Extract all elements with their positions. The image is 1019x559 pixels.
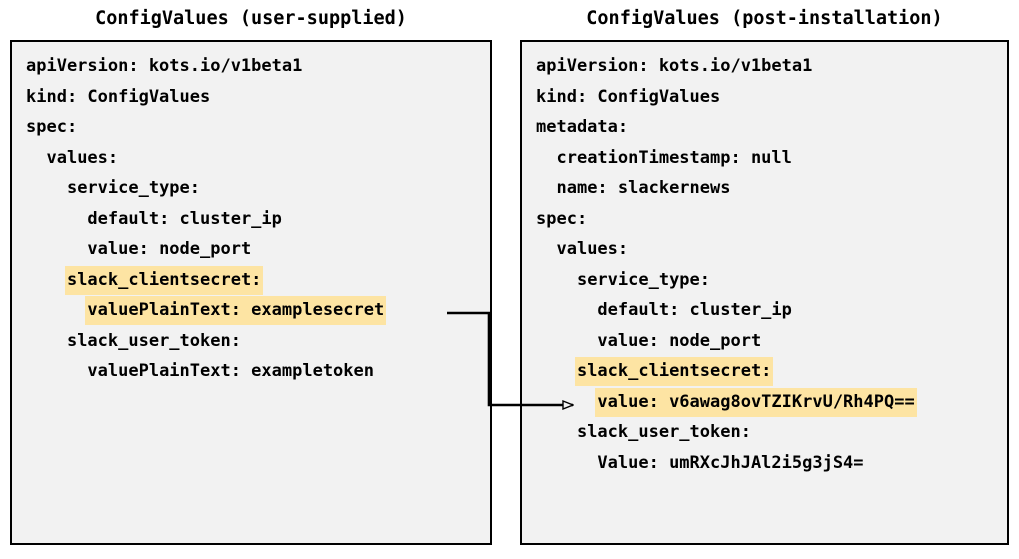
indent-spacer xyxy=(534,148,554,168)
indent-spacer xyxy=(534,239,554,259)
left-yaml-line: valuePlainText: exampletoken xyxy=(12,356,490,387)
left-yaml-content: apiVersion: kots.io/v1beta1 kind: ConfigV… xyxy=(12,51,490,387)
left-yaml-line-text: value: node_port xyxy=(87,239,252,259)
indent-spacer xyxy=(534,270,575,290)
right-yaml-line: Value: umRXcJhJAl2i5g3jS4= xyxy=(522,448,1007,479)
indent-spacer xyxy=(534,453,595,473)
indent-spacer xyxy=(24,148,44,168)
right-yaml-line-text: Value: umRXcJhJAl2i5g3jS4= xyxy=(597,452,864,473)
left-yaml-line-text: slack_clientsecret: xyxy=(64,265,264,295)
right-yaml-line-text: metadata: xyxy=(536,117,629,137)
indent-spacer xyxy=(24,178,65,198)
indent-spacer xyxy=(534,361,575,381)
left-yaml-line-text: apiVersion: kots.io/v1beta1 xyxy=(26,56,303,76)
right-panel-title: ConfigValues (post-installation) xyxy=(586,8,943,29)
left-yaml-line: spec: xyxy=(12,112,490,143)
right-yaml-line-text: apiVersion: kots.io/v1beta1 xyxy=(536,56,813,76)
indent-spacer xyxy=(24,361,85,381)
right-yaml-panel: apiVersion: kots.io/v1beta1 kind: ConfigV… xyxy=(520,40,1009,545)
right-yaml-line: default: cluster_ip xyxy=(522,295,1007,326)
indent-spacer xyxy=(534,300,595,320)
indent-spacer xyxy=(24,270,65,290)
left-yaml-line: kind: ConfigValues xyxy=(12,82,490,113)
right-yaml-line: metadata: xyxy=(522,112,1007,143)
right-yaml-line: slack_user_token: xyxy=(522,417,1007,448)
right-yaml-line-text: value: v6awag8ovTZIKrvU/Rh4PQ== xyxy=(595,387,917,417)
right-yaml-line: values: xyxy=(522,234,1007,265)
right-yaml-line-text: slack_clientsecret: xyxy=(574,357,774,386)
right-yaml-content: apiVersion: kots.io/v1beta1 kind: ConfigV… xyxy=(522,51,1007,478)
indent-spacer xyxy=(24,300,85,320)
right-yaml-line-text: value: node_port xyxy=(597,330,762,351)
left-yaml-line: values: xyxy=(12,143,490,174)
left-yaml-line: slack_clientsecret: xyxy=(12,265,490,296)
right-yaml-line-text: slack_user_token: xyxy=(576,422,751,442)
left-yaml-line-text: default: cluster_ip xyxy=(87,208,282,229)
right-yaml-line: spec: xyxy=(522,204,1007,235)
right-yaml-line-text: name: slackernews xyxy=(556,178,731,198)
indent-spacer xyxy=(24,209,85,229)
left-yaml-line: valuePlainText: examplesecret xyxy=(12,295,490,326)
right-yaml-line-text: values: xyxy=(556,239,629,259)
left-yaml-line-text: valuePlainText: exampletoken xyxy=(87,361,374,381)
right-yaml-line-text: kind: ConfigValues xyxy=(536,86,721,107)
right-yaml-line: kind: ConfigValues xyxy=(522,82,1007,113)
right-yaml-line: name: slackernews xyxy=(522,173,1007,204)
indent-spacer xyxy=(24,331,65,351)
right-yaml-line-text: creationTimestamp: null xyxy=(556,147,792,168)
left-yaml-line-text: kind: ConfigValues xyxy=(26,86,211,107)
left-yaml-line: slack_user_token: xyxy=(12,326,490,357)
right-yaml-line-text: service_type: xyxy=(576,269,711,290)
right-yaml-line: apiVersion: kots.io/v1beta1 xyxy=(522,51,1007,82)
left-yaml-line-text: valuePlainText: examplesecret xyxy=(85,296,387,325)
indent-spacer xyxy=(534,422,575,442)
left-yaml-line-text: service_type: xyxy=(66,178,201,198)
indent-spacer xyxy=(24,239,85,259)
left-yaml-line: service_type: xyxy=(12,173,490,204)
right-yaml-line-text: default: cluster_ip xyxy=(597,300,792,320)
right-yaml-line: service_type: xyxy=(522,265,1007,296)
indent-spacer xyxy=(534,331,595,351)
left-yaml-line-text: spec: xyxy=(26,117,78,137)
right-yaml-line: value: node_port xyxy=(522,326,1007,357)
right-yaml-line: creationTimestamp: null xyxy=(522,143,1007,174)
left-panel-title: ConfigValues (user-supplied) xyxy=(95,8,407,29)
left-yaml-line-text: values: xyxy=(46,147,119,168)
left-yaml-line: default: cluster_ip xyxy=(12,204,490,235)
left-yaml-line: apiVersion: kots.io/v1beta1 xyxy=(12,51,490,82)
indent-spacer xyxy=(534,178,554,198)
indent-spacer xyxy=(534,392,595,412)
left-yaml-line-text: slack_user_token: xyxy=(66,330,241,351)
left-yaml-panel: apiVersion: kots.io/v1beta1 kind: ConfigV… xyxy=(10,40,492,545)
right-yaml-line-text: spec: xyxy=(536,208,588,229)
right-yaml-line: value: v6awag8ovTZIKrvU/Rh4PQ== xyxy=(522,387,1007,418)
left-yaml-line: value: node_port xyxy=(12,234,490,265)
right-yaml-line: slack_clientsecret: xyxy=(522,356,1007,387)
